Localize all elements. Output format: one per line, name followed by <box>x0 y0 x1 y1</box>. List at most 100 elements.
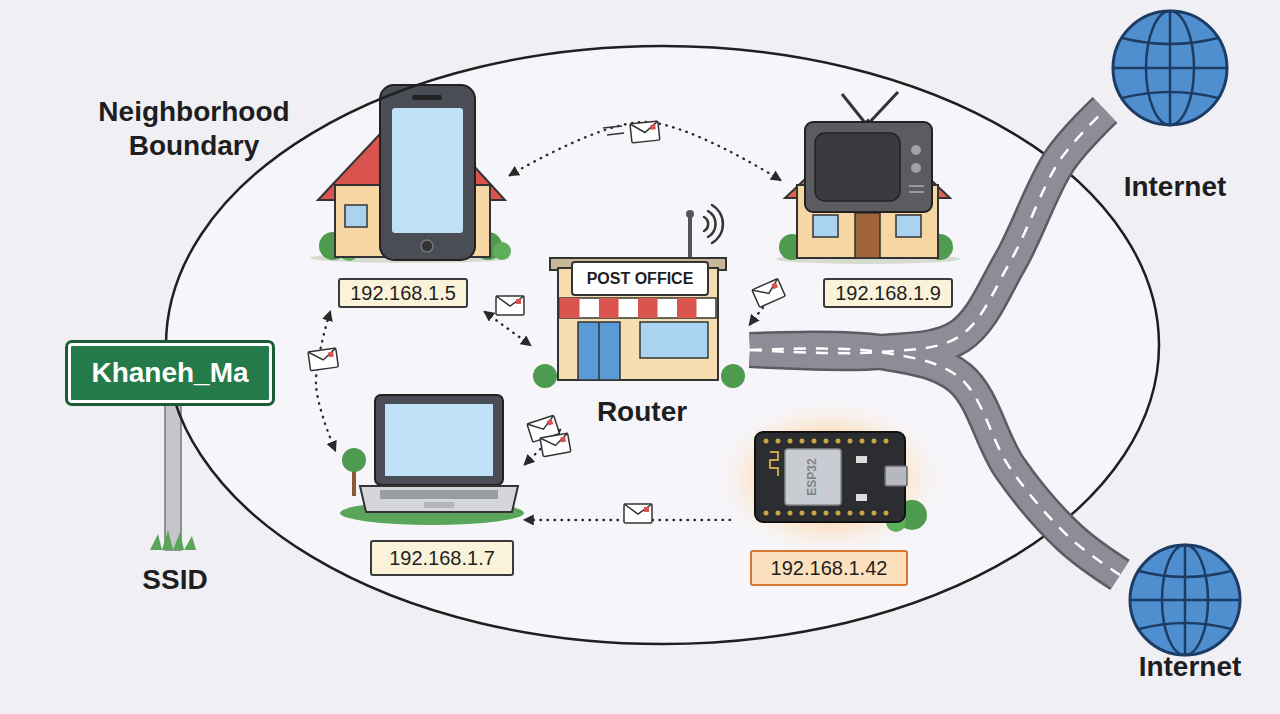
message-connector <box>750 285 780 324</box>
internet-label: Internet <box>1105 170 1245 204</box>
router-antenna-tip <box>686 210 694 218</box>
road-connector <box>750 110 1105 353</box>
tv-speaker <box>909 191 924 193</box>
router-label: Router <box>572 395 712 429</box>
esp32-illustration <box>718 402 942 554</box>
phone-screen <box>392 108 463 233</box>
sign-board <box>572 262 708 295</box>
usb-port <box>885 466 907 486</box>
road-outline <box>750 110 1105 353</box>
wifi-wave <box>704 217 708 231</box>
equator <box>1130 599 1240 602</box>
laptop-illustration <box>340 395 524 525</box>
ip-address: 192.168.1.9 <box>823 278 953 308</box>
road-center-line <box>750 110 1105 353</box>
internet-globe: Internet <box>1105 5 1240 210</box>
laptop-screen-frame <box>375 395 503 485</box>
message-connector <box>525 430 560 464</box>
pin-row <box>766 511 894 516</box>
envelope <box>624 504 652 523</box>
touchpad <box>424 502 454 508</box>
road-center-line <box>750 349 1120 575</box>
pin-row <box>766 439 894 444</box>
globe <box>1113 11 1227 125</box>
message-connector <box>316 312 335 450</box>
tv-speaker <box>909 185 924 187</box>
ssid-sign: Khaneh_MaSSID <box>62 338 278 600</box>
tv-house-illustration <box>776 92 960 264</box>
road-edges <box>750 110 1120 575</box>
awning-stripe <box>560 298 580 318</box>
ip-address: 192.168.1.5 <box>338 278 468 308</box>
speed-line <box>607 133 624 135</box>
tv-screen <box>815 133 900 201</box>
awning-stripe <box>638 298 658 318</box>
wifi-wave <box>708 211 716 237</box>
internet-globe: Internet <box>1120 540 1255 690</box>
awning <box>560 298 716 318</box>
pcb-antenna <box>770 452 778 476</box>
router-antenna <box>688 216 692 262</box>
component <box>856 494 867 501</box>
door <box>855 213 880 258</box>
boundary-label: Neighborhood Boundary <box>74 95 314 163</box>
post-office-illustration <box>533 205 745 388</box>
sign-post-illustration <box>150 404 196 550</box>
ssid-label: SSID <box>115 563 235 597</box>
keyboard <box>380 490 498 499</box>
window <box>896 215 921 237</box>
envelope <box>496 296 524 315</box>
network-name: Khaneh_Ma <box>68 343 272 403</box>
window <box>345 205 367 227</box>
post-office-sign: POST OFFICE <box>572 262 708 295</box>
envelope <box>308 348 338 371</box>
phone-house-illustration <box>310 85 511 263</box>
envelope <box>630 121 660 143</box>
parallel <box>1139 571 1231 577</box>
wifi-wave <box>712 205 723 243</box>
laptop: 192.168.1.7 <box>335 390 525 580</box>
laptop-screen <box>385 404 493 476</box>
tv-body <box>805 122 932 212</box>
boundary-outline <box>165 45 1160 645</box>
dev-board <box>755 432 905 522</box>
tv-knob <box>911 163 921 173</box>
globe-icon <box>1130 545 1240 655</box>
parallel <box>1139 623 1231 629</box>
chip-label: ESP32 <box>804 452 820 502</box>
message-connector <box>510 122 780 180</box>
boundary-ellipse <box>166 46 1159 644</box>
bush <box>721 364 745 388</box>
tree-trunk <box>352 468 356 496</box>
door-split <box>598 322 600 380</box>
message-connector <box>525 519 730 521</box>
laptop-base <box>360 486 518 512</box>
message-edges <box>316 122 780 520</box>
envelope <box>752 279 785 308</box>
ip-address: 192.168.1.42 <box>750 550 908 586</box>
tv-antenna <box>842 94 866 124</box>
highlight-glow <box>718 402 942 554</box>
window <box>813 215 838 237</box>
tree-crown <box>342 448 366 472</box>
grass-tuft <box>150 530 196 550</box>
neighborhood-boundary: Neighborhood Boundary192.168.1.5192.168.… <box>165 45 1160 645</box>
tv-knob <box>911 145 921 155</box>
equator <box>1113 67 1227 70</box>
router-post-office: POST OFFICE Router <box>530 200 750 430</box>
globe-icon <box>1113 11 1227 125</box>
road-bodies <box>750 110 1120 575</box>
bush <box>493 242 511 260</box>
tv-antenna <box>868 92 898 124</box>
internet-label: Internet <box>1120 650 1260 684</box>
phone-house: 192.168.1.5 <box>310 80 510 312</box>
rf-shield <box>785 449 841 505</box>
neighborhood-fill <box>167 46 1159 644</box>
road-markings <box>750 110 1120 575</box>
road-outline <box>750 349 1120 575</box>
bush <box>533 364 557 388</box>
